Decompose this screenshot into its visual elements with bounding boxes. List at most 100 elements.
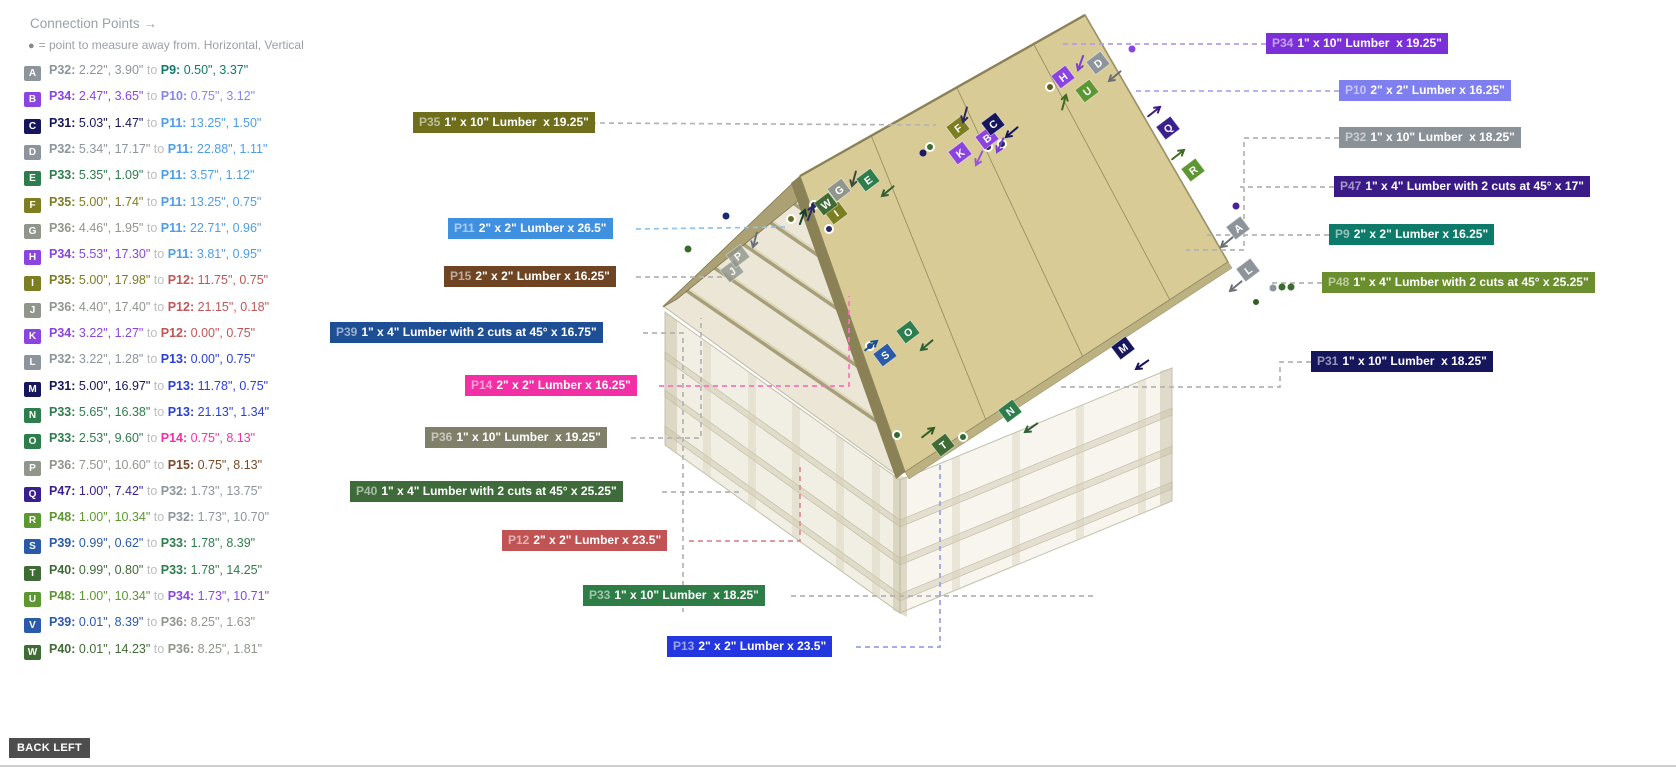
separator: to	[143, 220, 161, 235]
frame-stud	[703, 339, 711, 479]
separator: to	[150, 641, 168, 656]
frame-stud	[748, 371, 756, 511]
to-point-values: 11.78", 0.75"	[197, 378, 269, 393]
to-point-values: 3.81", 0.95"	[196, 247, 262, 262]
roof-badge-C[interactable]: C	[980, 111, 1006, 137]
roof-badge-R[interactable]: R	[1180, 157, 1206, 183]
to-point-values: 0.00", 0.75"	[190, 352, 256, 367]
badge-box	[855, 167, 881, 193]
roof-badge-A[interactable]: A	[1225, 215, 1251, 241]
roof-right-rake	[1084, 14, 1229, 263]
frame-stud	[1138, 378, 1146, 515]
roof-badge-O[interactable]: O	[895, 319, 921, 345]
roof-badge-E[interactable]: E	[855, 167, 881, 193]
part-id: P32	[1345, 130, 1367, 144]
rafter	[682, 285, 898, 476]
roof-badge-K[interactable]: K	[947, 140, 973, 166]
from-point-values: 2.47", 3.65"	[78, 89, 144, 104]
badge-box	[930, 432, 956, 458]
roof-badge-D[interactable]: D	[1085, 50, 1111, 76]
roof-badge-G[interactable]: G	[826, 177, 852, 203]
base-frame	[664, 311, 1173, 617]
roof-badge-S[interactable]: S	[872, 342, 898, 368]
part-id: P34	[1272, 36, 1294, 50]
from-point-label: P34:	[49, 247, 79, 262]
to-point-values: 3.57", 1.12"	[189, 168, 255, 183]
legend: ●= point to measure away from. Horizonta…	[28, 38, 304, 52]
roof-badge-N[interactable]: N	[997, 398, 1023, 424]
roof-badge-T[interactable]: T	[930, 432, 956, 458]
frame-corner-post	[665, 312, 677, 453]
roof-badge-L[interactable]: L	[1235, 257, 1261, 283]
roof-badge-U[interactable]: U	[1074, 78, 1100, 104]
measure-point-marker	[722, 212, 730, 220]
leader-P14	[659, 296, 850, 387]
part-description: 2" x 2" Lumber x 16.25"	[496, 378, 631, 392]
to-point-values: 13.25", 1.50"	[189, 115, 262, 130]
roof-badge-W[interactable]: W	[813, 191, 839, 217]
from-point-values: 4.46", 1.95"	[78, 220, 144, 235]
to-point-label: P14:	[160, 431, 191, 446]
rafter-highlight	[761, 213, 898, 421]
measure-point-marker	[958, 432, 968, 442]
badge-box	[997, 398, 1023, 424]
roof-badge-P[interactable]: P	[725, 243, 751, 269]
view-back-left-button[interactable]: BACK LEFT	[9, 738, 91, 758]
part-id: P14	[471, 378, 493, 392]
roof-badge-H[interactable]: H	[1050, 64, 1076, 90]
separator: to	[150, 589, 168, 603]
roof-badge-Q[interactable]: Q	[1155, 115, 1181, 141]
from-point-label: P32:	[49, 141, 79, 156]
to-point-label: P13:	[160, 352, 191, 367]
roof-badge-M[interactable]: M	[1110, 335, 1136, 361]
separator: to	[143, 326, 161, 340]
frame-stud	[1076, 404, 1084, 541]
from-point-label: P36:	[49, 299, 79, 314]
to-point-values: 8.25", 1.63"	[190, 615, 256, 630]
measure-point-marker	[1128, 45, 1136, 53]
separator: to	[143, 89, 161, 104]
from-point-values: 5.34", 17.17"	[78, 141, 151, 156]
